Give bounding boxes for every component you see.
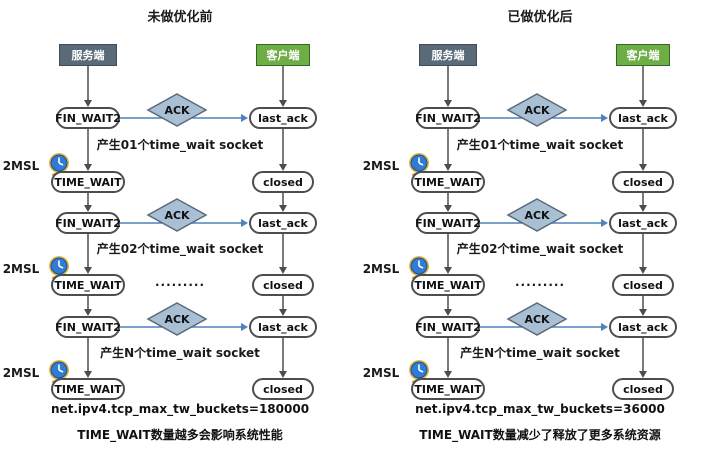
summary-text: TIME_WAIT数量减少了释放了更多系统资源 xyxy=(419,428,661,442)
sysctl-config-text: net.ipv4.tcp_max_tw_buckets=36000 xyxy=(415,402,665,416)
msl-label: 2MSL xyxy=(362,366,400,380)
ack-diamond: ACK xyxy=(506,198,568,232)
state-time-wait: TIME_WAIT xyxy=(411,274,485,296)
panel-before-optimization: 未做优化前 xyxy=(2,10,317,442)
state-time-wait: TIME_WAIT xyxy=(51,274,125,296)
sysctl-config-text: net.ipv4.tcp_max_tw_buckets=180000 xyxy=(50,402,310,416)
state-fin-wait2: FIN_WAIT2 xyxy=(415,316,481,338)
state-last-ack: last_ack xyxy=(249,212,317,234)
clock-icon xyxy=(409,256,429,281)
ack-label: ACK xyxy=(164,104,190,117)
panel-after-optimization: 已做优化后 xyxy=(360,0,720,452)
ack-diamond: ACK xyxy=(506,302,568,336)
state-last-ack: last_ack xyxy=(609,212,677,234)
summary-text: TIME_WAIT数量越多会影响系统性能 xyxy=(77,428,283,442)
panel-title: 未做优化前 xyxy=(147,10,213,25)
state-last-ack: last_ack xyxy=(249,107,317,129)
msl-label: 2MSL xyxy=(362,159,400,173)
state-closed: closed xyxy=(252,171,314,193)
msl-label: 2MSL xyxy=(2,262,40,276)
clock-icon xyxy=(49,153,69,178)
state-last-ack: last_ack xyxy=(249,316,317,338)
ack-label: ACK xyxy=(164,209,190,222)
time-wait-note: 产生01个time_wait socket xyxy=(456,138,624,152)
state-last-ack: last_ack xyxy=(609,316,677,338)
ack-diamond: ACK xyxy=(146,198,208,232)
msl-label: 2MSL xyxy=(2,366,40,380)
state-fin-wait2: FIN_WAIT2 xyxy=(415,212,481,234)
state-time-wait: TIME_WAIT xyxy=(411,378,485,400)
time-wait-note: 产生02个time_wait socket xyxy=(96,242,264,256)
client-box: 客户端 xyxy=(616,44,670,66)
ack-label: ACK xyxy=(524,313,550,326)
ellipsis-dots: ......... xyxy=(154,275,206,289)
state-fin-wait2: FIN_WAIT2 xyxy=(55,316,121,338)
ack-diamond: ACK xyxy=(146,302,208,336)
ack-label: ACK xyxy=(524,104,550,117)
time-wait-note: 产生01个time_wait socket xyxy=(96,138,264,152)
state-fin-wait2: FIN_WAIT2 xyxy=(55,212,121,234)
server-box: 服务端 xyxy=(419,44,477,66)
time-wait-note: 产生02个time_wait socket xyxy=(456,242,624,256)
state-closed: closed xyxy=(252,274,314,296)
state-closed: closed xyxy=(612,274,674,296)
ack-label: ACK xyxy=(524,209,550,222)
ack-diamond: ACK xyxy=(146,93,208,127)
panel-title: 已做优化后 xyxy=(507,10,573,25)
state-time-wait: TIME_WAIT xyxy=(51,378,125,400)
state-closed: closed xyxy=(252,378,314,400)
time-wait-note: 产生N个time_wait socket xyxy=(460,346,620,360)
msl-label: 2MSL xyxy=(362,262,400,276)
server-box: 服务端 xyxy=(59,44,117,66)
state-fin-wait2: FIN_WAIT2 xyxy=(415,107,481,129)
state-fin-wait2: FIN_WAIT2 xyxy=(55,107,121,129)
state-time-wait: TIME_WAIT xyxy=(411,171,485,193)
state-last-ack: last_ack xyxy=(609,107,677,129)
client-box: 客户端 xyxy=(256,44,310,66)
state-closed: closed xyxy=(612,171,674,193)
time-wait-note: 产生N个time_wait socket xyxy=(100,346,260,360)
ack-diamond: ACK xyxy=(506,93,568,127)
ellipsis-dots: ......... xyxy=(514,275,566,289)
state-time-wait: TIME_WAIT xyxy=(51,171,125,193)
ack-label: ACK xyxy=(164,313,190,326)
state-closed: closed xyxy=(612,378,674,400)
msl-label: 2MSL xyxy=(2,159,40,173)
